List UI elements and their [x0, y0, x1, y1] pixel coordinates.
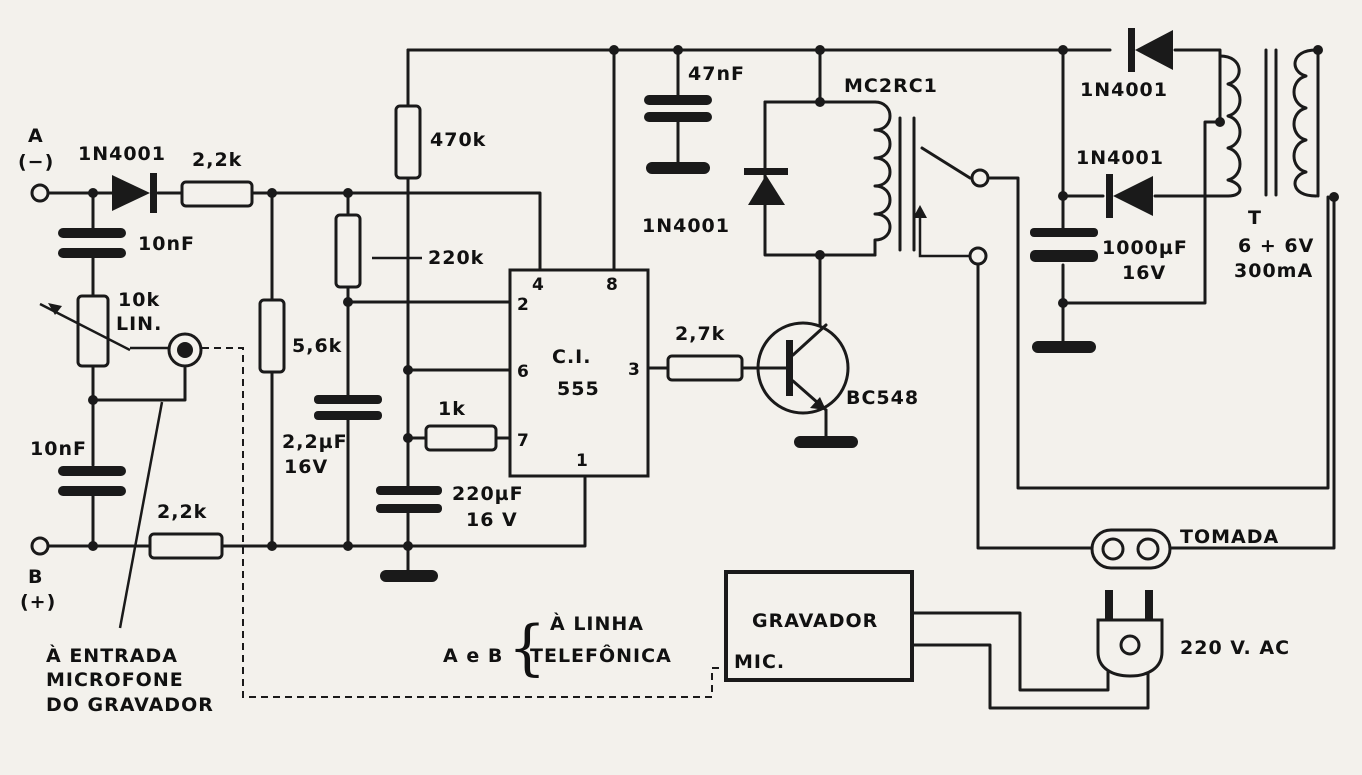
ic-555: C.I. 555 4 8 2 6 3 7 1	[508, 268, 650, 478]
svg-text:16V: 16V	[284, 456, 328, 478]
svg-text:4: 4	[532, 275, 544, 295]
svg-text:À ENTRADA: À ENTRADA	[46, 644, 178, 667]
svg-text:47nF: 47nF	[688, 63, 745, 85]
svg-text:5,6k: 5,6k	[292, 335, 342, 357]
svg-text:2,2k: 2,2k	[192, 149, 242, 171]
junction-dots	[88, 45, 1339, 551]
svg-text:1N4001: 1N4001	[642, 215, 730, 237]
svg-text:(−): (−)	[18, 151, 54, 173]
svg-text:8: 8	[606, 275, 618, 295]
svg-text:1N4001: 1N4001	[1080, 79, 1168, 101]
capacitor-c3: 2,2µF 16V	[282, 395, 382, 478]
resistor-r7: 2,7k	[666, 323, 744, 382]
svg-text:2,7k: 2,7k	[675, 323, 725, 345]
capacitor-c2: 10nF	[30, 438, 126, 496]
potentiometer: 10k LIN.	[39, 289, 162, 368]
relay: MC2RC1 1N4001	[642, 75, 938, 257]
svg-text:10nF: 10nF	[30, 438, 87, 460]
terminal-b: B (+)	[20, 536, 56, 613]
svg-text:3: 3	[628, 360, 640, 380]
relay-switch	[913, 146, 990, 266]
capacitor-c5: 47nF	[644, 63, 745, 174]
svg-text:MICROFONE: MICROFONE	[46, 669, 184, 691]
svg-text:DO GRAVADOR: DO GRAVADOR	[46, 694, 214, 716]
svg-text:7: 7	[517, 431, 529, 451]
svg-text:2,2µF: 2,2µF	[282, 431, 348, 453]
diode-d4: 1N4001	[1076, 147, 1164, 218]
svg-text:A e B: A e B	[443, 645, 503, 667]
svg-text:1k: 1k	[438, 398, 466, 420]
svg-text:300mA: 300mA	[1234, 260, 1313, 282]
capacitor-c6: 1000µF 16V	[1030, 228, 1188, 353]
terminal-a: A (−)	[18, 125, 54, 203]
socket-tomada: TOMADA	[1090, 526, 1279, 570]
resistor-r1: 2,2k	[180, 149, 254, 208]
svg-text:10nF: 10nF	[138, 233, 195, 255]
resistor-r6: 1k	[424, 398, 498, 452]
svg-text:TOMADA: TOMADA	[1180, 526, 1279, 548]
mic-jack	[167, 332, 203, 368]
svg-text:TELEFÔNICA: TELEFÔNICA	[530, 643, 672, 667]
resistor-r2: 2,2k	[148, 501, 224, 560]
svg-text:555: 555	[557, 378, 600, 400]
svg-text:220µF: 220µF	[452, 483, 524, 505]
recorder-box: GRAVADOR MIC.	[724, 570, 914, 682]
svg-text:1: 1	[576, 451, 588, 471]
diode-d3: 1N4001	[1080, 28, 1173, 101]
svg-text:MC2RC1: MC2RC1	[844, 75, 938, 97]
svg-text:BC548: BC548	[846, 387, 919, 409]
svg-text:1000µF: 1000µF	[1102, 237, 1188, 259]
transistor-q1: BC548	[756, 321, 919, 448]
svg-text:16V: 16V	[1122, 262, 1166, 284]
svg-text:220k: 220k	[428, 247, 484, 269]
mic-input-label: À ENTRADA MICROFONE DO GRAVADOR	[46, 401, 214, 716]
svg-text:1N4001: 1N4001	[78, 143, 166, 165]
phone-line-label: A e B { À LINHA TELEFÔNICA	[443, 612, 672, 683]
svg-text:220 V. AC: 220 V. AC	[1180, 637, 1290, 659]
svg-text:LIN.: LIN.	[116, 313, 162, 335]
svg-text:MIC.: MIC.	[734, 651, 785, 673]
svg-text:B: B	[28, 566, 43, 588]
svg-text:10k: 10k	[118, 289, 160, 311]
svg-text:T: T	[1248, 207, 1262, 229]
svg-text:(+): (+)	[20, 591, 56, 613]
svg-text:C.I.: C.I.	[552, 346, 591, 368]
svg-text:6: 6	[517, 362, 529, 382]
transformer: T 6 + 6V 300mA	[1218, 48, 1318, 282]
diode-d1: 1N4001	[78, 143, 166, 213]
resistor-r4: 470k	[394, 104, 486, 180]
svg-text:16 V: 16 V	[466, 509, 518, 531]
svg-text:2: 2	[517, 295, 529, 315]
resistor-r3: 5,6k	[258, 298, 342, 374]
svg-text:1N4001: 1N4001	[1076, 147, 1164, 169]
svg-text:6 + 6V: 6 + 6V	[1238, 235, 1314, 257]
svg-text:{: {	[508, 613, 546, 683]
svg-text:470k: 470k	[430, 129, 486, 151]
svg-text:A: A	[28, 125, 44, 147]
svg-text:GRAVADOR: GRAVADOR	[752, 610, 878, 632]
svg-text:2,2k: 2,2k	[157, 501, 207, 523]
capacitor-c1: 10nF	[58, 228, 195, 258]
mains-plug: 220 V. AC	[1096, 590, 1290, 678]
capacitor-c4: 220µF 16 V	[376, 483, 524, 582]
svg-text:À LINHA: À LINHA	[550, 612, 644, 635]
resistor-r5: 220k	[334, 213, 484, 289]
